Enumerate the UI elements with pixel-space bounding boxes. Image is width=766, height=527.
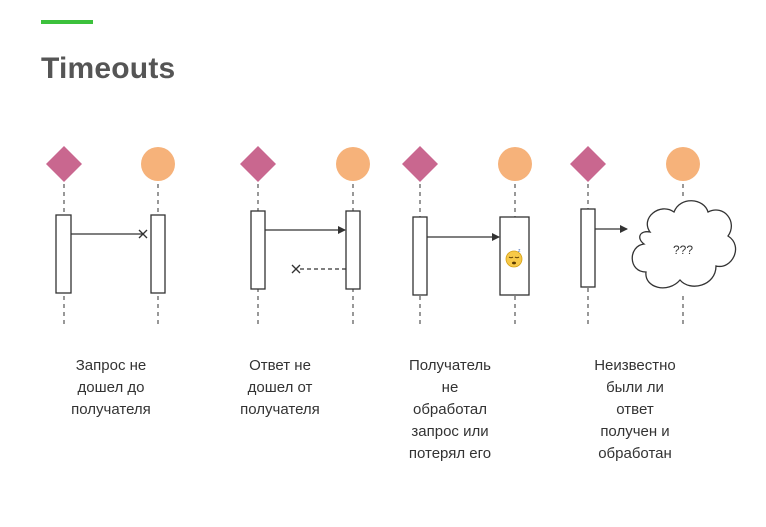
receiver-circle-icon [336,147,370,181]
sleeping-face-icon: z [505,248,523,268]
receiver-activation-box [345,210,361,290]
scenario-4: ??? [570,146,737,325]
sender-diamond-icon [240,146,276,182]
sender-activation-box [55,214,72,294]
unknown-cloud-icon [631,200,737,289]
receiver-activation-box [150,214,166,294]
title-accent-bar [41,20,93,24]
sender-diamond-icon [46,146,82,182]
sender-activation-box [412,216,428,296]
cloud-label: ??? [673,243,693,257]
scenario-3: z [402,146,532,325]
receiver-circle-icon [498,147,532,181]
sender-activation-box [250,210,266,290]
scenario-1 [46,146,175,325]
lost-x-icon [138,229,148,239]
svg-text:z: z [518,248,521,254]
lost-x-icon [291,264,301,274]
slide-title: Timeouts [41,52,176,85]
caption-scenario-3: Получатель не обработал запрос или потер… [408,357,492,462]
caption-scenario-1: Запрос не дошел до получателя [71,357,151,418]
caption-scenario-2: Ответ не дошел от получателя [240,357,320,418]
sender-diamond-icon [570,146,606,182]
sender-activation-box [580,208,596,288]
receiver-circle-icon [141,147,175,181]
receiver-circle-icon [666,147,700,181]
scenario-2 [240,146,370,325]
sender-diamond-icon [402,146,438,182]
caption-scenario-4: Неизвестно были ли ответ получен и обраб… [594,357,676,462]
